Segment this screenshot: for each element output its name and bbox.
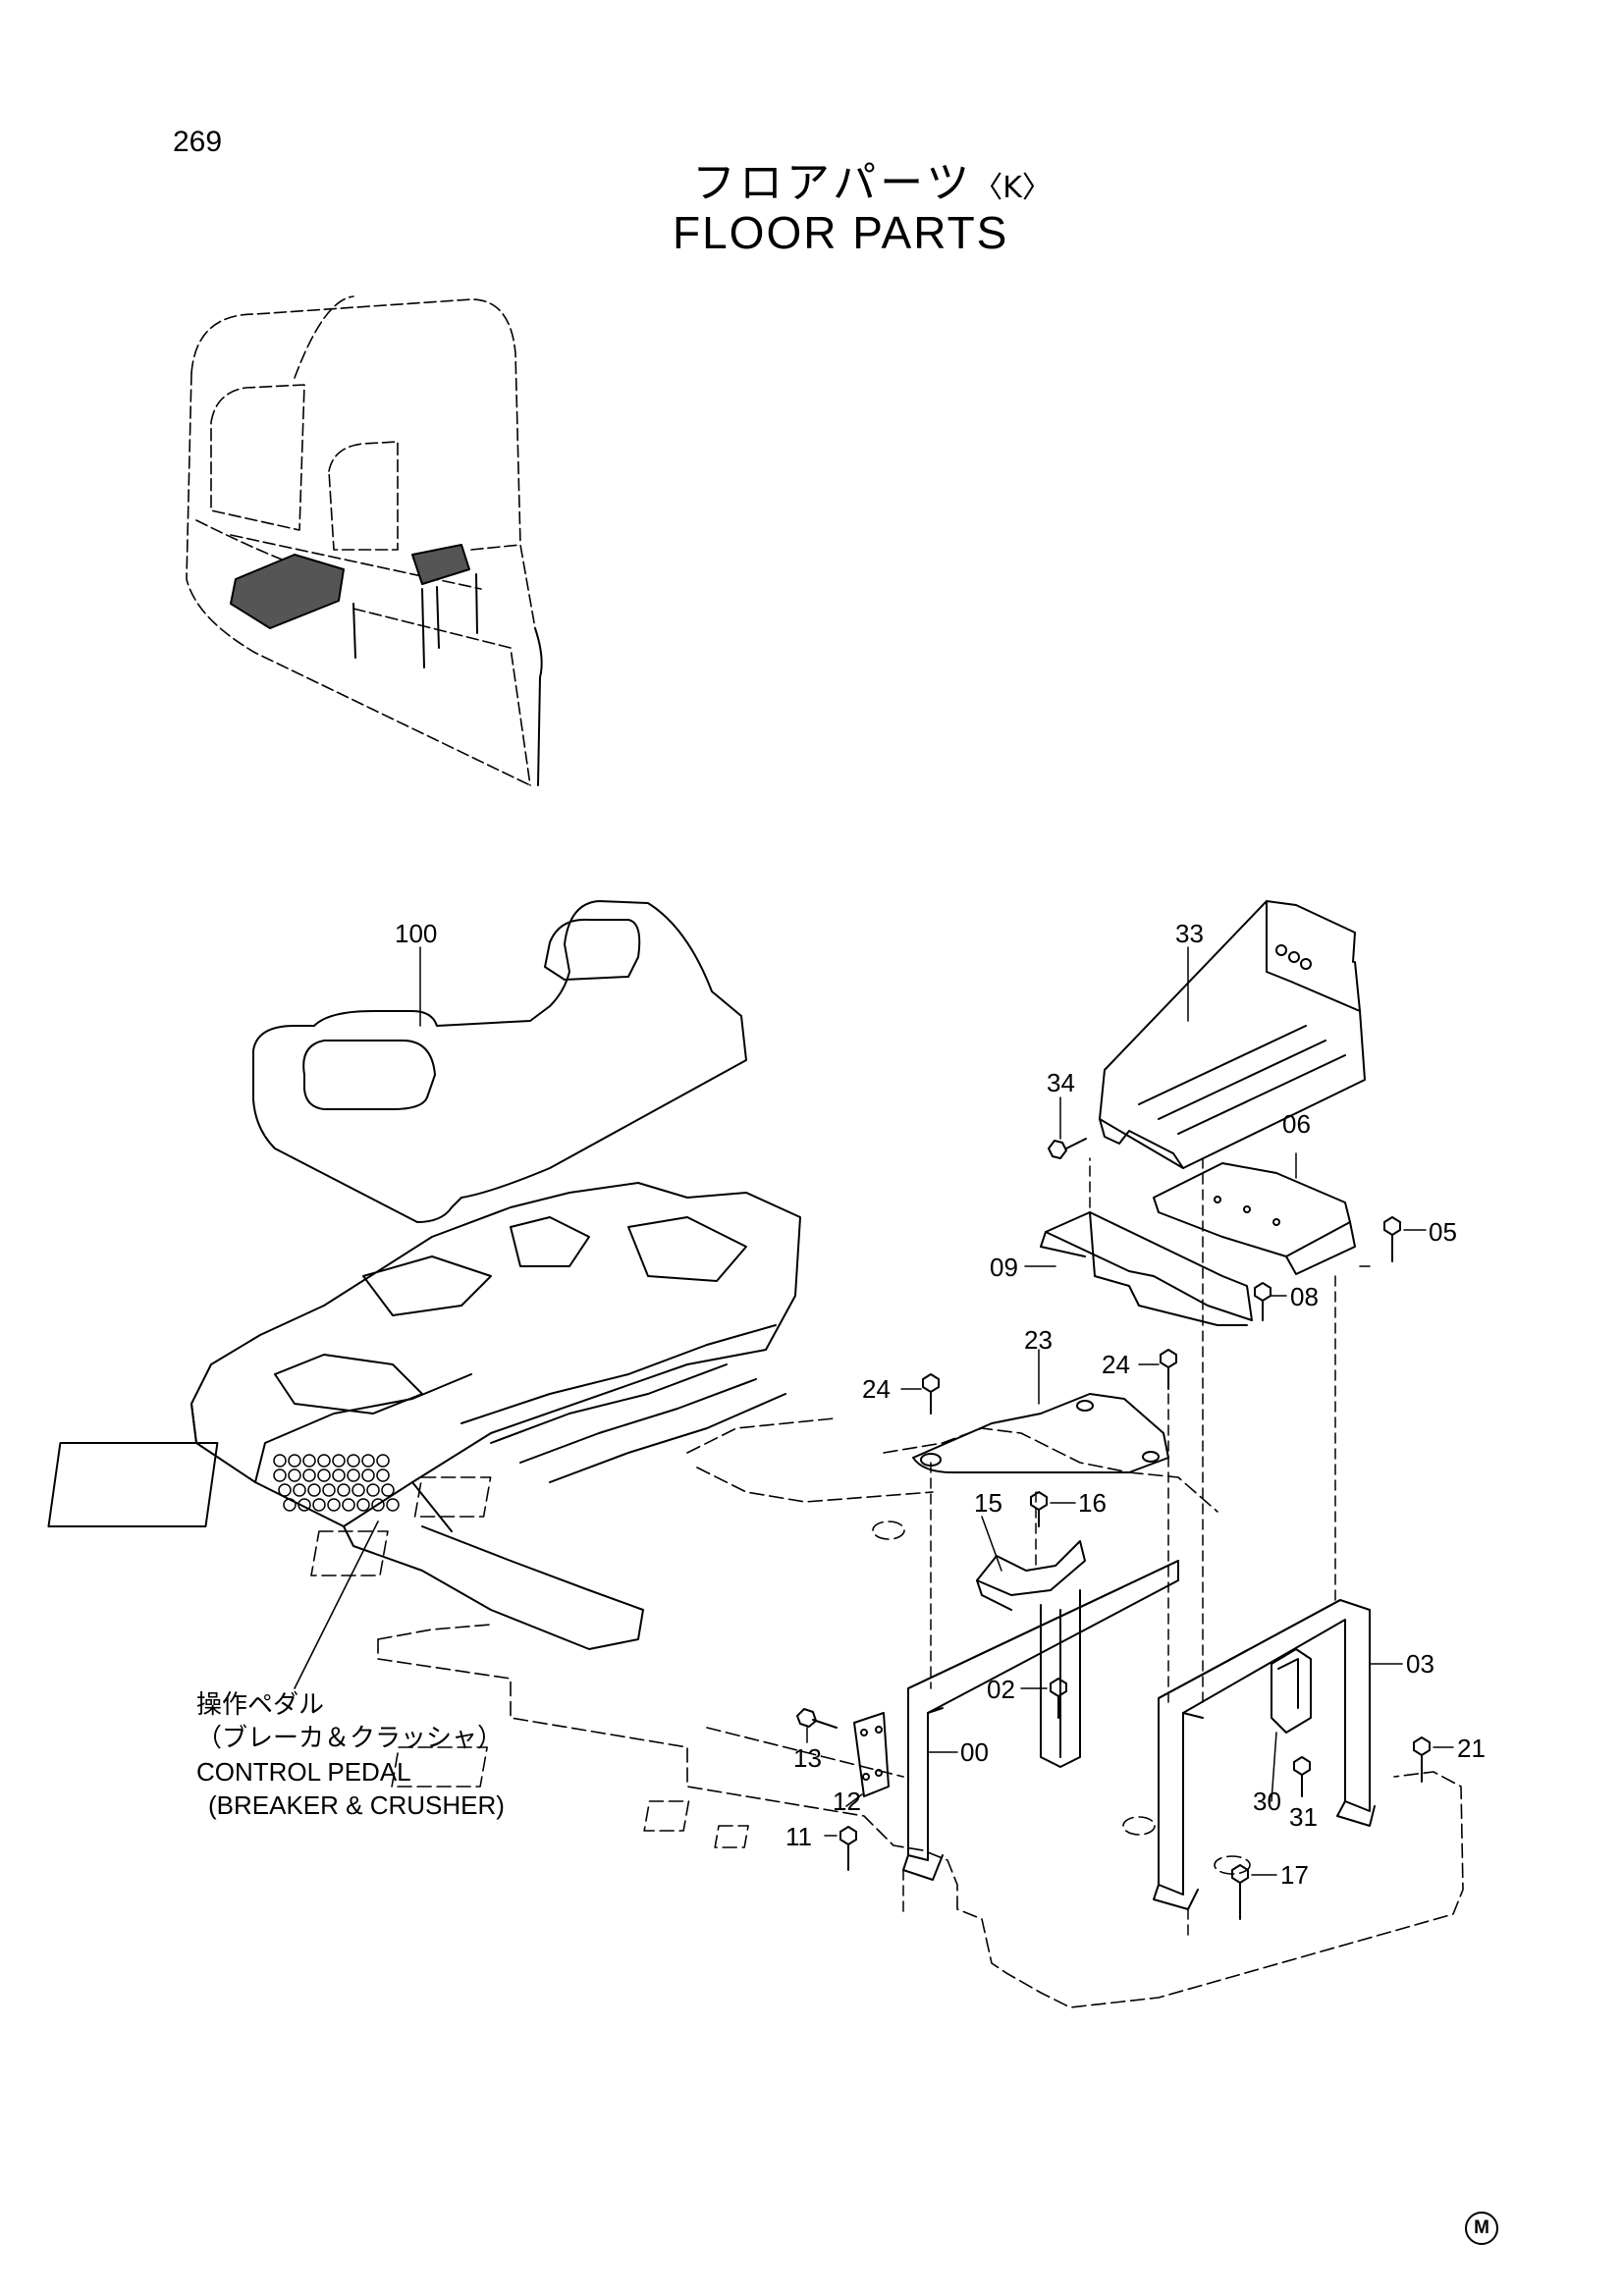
bolt-11 [839, 1826, 857, 1871]
bracket-23 [912, 1393, 1169, 1473]
note-line-jp: 操作ペダル [196, 1690, 325, 1720]
callout-24b: 24 [1102, 1350, 1130, 1379]
title-japanese-text: フロアパーツ [692, 158, 974, 208]
callout-00: 00 [960, 1737, 989, 1767]
title-japanese: フロアパーツ〈K〉 [692, 147, 1052, 210]
callout-13: 13 [793, 1743, 822, 1773]
callout-34: 34 [1047, 1068, 1075, 1097]
bracket-33 [1099, 900, 1366, 1169]
callout-17: 17 [1280, 1860, 1309, 1890]
bolt-02 [1050, 1678, 1067, 1719]
cab-overview [186, 295, 536, 786]
callout-15: 15 [974, 1488, 1002, 1518]
callout-21: 21 [1457, 1734, 1486, 1763]
cab-floor-highlight [230, 544, 543, 786]
bolt-13 [796, 1708, 838, 1729]
bolt-31 [1293, 1756, 1311, 1797]
frame-03 [1153, 1599, 1376, 1910]
pedal-grid [47, 1442, 400, 1527]
callout-16: 16 [1078, 1488, 1107, 1518]
floor-pan-assembly [47, 1182, 801, 1689]
bolt-08 [1254, 1282, 1271, 1321]
callout-06: 06 [1282, 1109, 1311, 1139]
corner-circled-mark: M [1465, 2212, 1498, 2245]
callout-30: 30 [1253, 1787, 1281, 1816]
callout-100: 100 [395, 919, 438, 948]
callout-08: 08 [1290, 1282, 1319, 1311]
bolt-34 [1048, 1138, 1087, 1159]
leader-lines [419, 946, 1454, 1876]
callout-31: 31 [1289, 1802, 1318, 1832]
callout-05: 05 [1429, 1217, 1457, 1247]
callout-02: 02 [987, 1675, 1015, 1704]
bracket-12 [853, 1712, 890, 1797]
note-line-jp-sub: （ブレーカ＆クラッシャ） [196, 1724, 504, 1753]
frame-00 [902, 1560, 1179, 1881]
bolt-24b [1160, 1349, 1177, 1390]
title-variant-tag: 〈K〉 [973, 171, 1052, 205]
note-line-en: CONTROL PEDAL [196, 1757, 411, 1787]
bracket-15 [976, 1540, 1086, 1611]
assembly-guides [902, 1157, 1371, 1940]
note-line-en-sub: (BREAKER & CRUSHER) [208, 1790, 505, 1820]
bracket-06 [1153, 1162, 1356, 1275]
callout-09: 09 [990, 1253, 1018, 1282]
floor-mat-100 [252, 900, 747, 1223]
callout-03: 03 [1406, 1649, 1434, 1679]
bolt-17 [1231, 1864, 1249, 1920]
callout-24a: 24 [862, 1374, 891, 1404]
bolt-05 [1383, 1216, 1401, 1262]
control-pedal-note: 操作ペダル （ブレーカ＆クラッシャ） CONTROL PEDAL (BREAKE… [196, 1688, 505, 1822]
bolt-16 [1030, 1491, 1048, 1527]
title-english: FLOOR PARTS [673, 207, 1009, 258]
callout-23: 23 [1024, 1325, 1053, 1355]
base-plate [310, 1417, 1464, 2008]
callout-11: 11 [785, 1822, 812, 1851]
bolt-24a [922, 1373, 940, 1415]
callout-33: 33 [1175, 919, 1204, 948]
bolt-21 [1413, 1736, 1431, 1783]
bracket-09 [1040, 1211, 1253, 1326]
page-number: 269 [173, 126, 223, 158]
callout-12: 12 [833, 1787, 861, 1816]
